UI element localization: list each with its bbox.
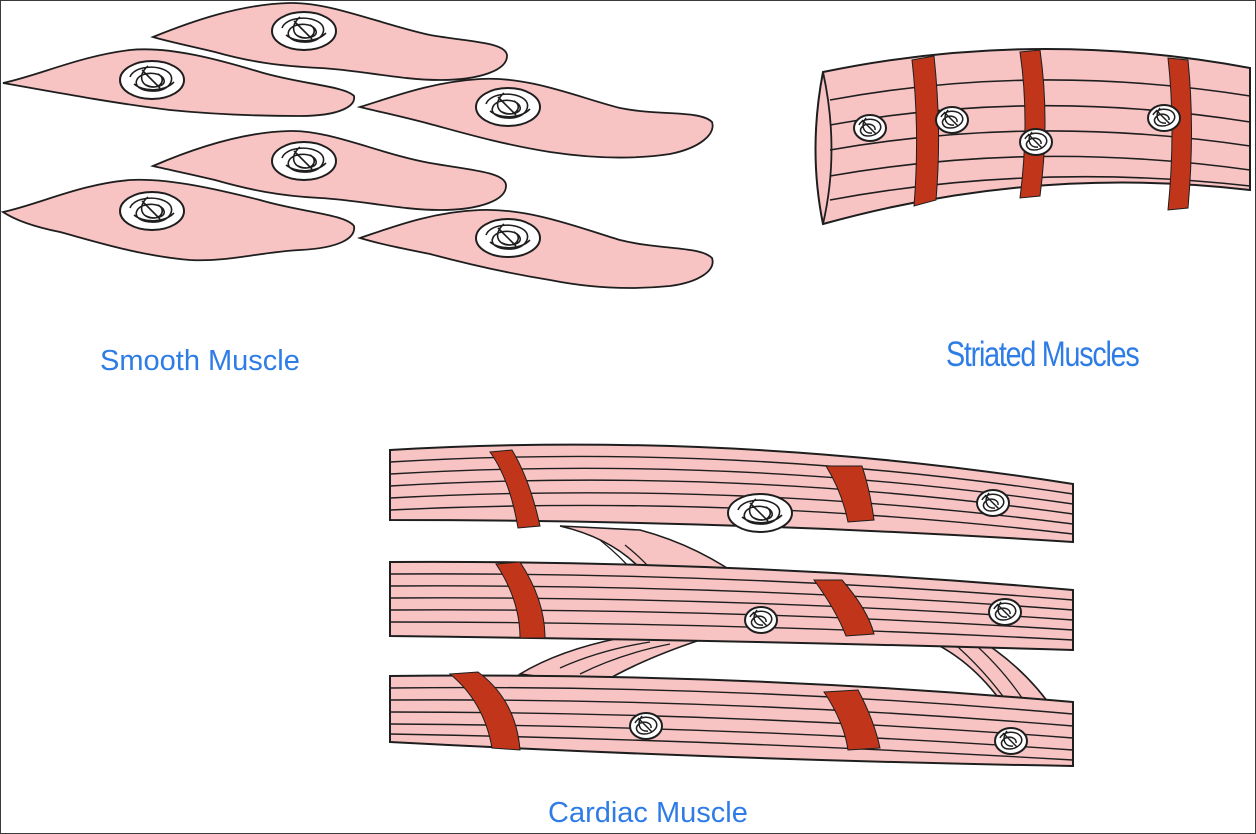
nucleus-icon [853,114,887,142]
smooth-muscle-group [0,2,714,289]
smooth-muscle-label: Smooth Muscle [100,345,300,377]
cardiac-muscle-label: Cardiac Muscle [548,797,748,829]
nucleus-icon [1019,128,1053,156]
intercalated-disc [823,689,881,751]
nucleus-icon [629,712,663,740]
smooth-muscle-cell [150,130,507,211]
cardiac-muscle-group [389,443,1074,768]
striation-band [1167,57,1192,211]
smooth-muscle-cell [2,48,355,117]
cardiac-fiber [389,671,1074,768]
smooth-muscle-cell [150,2,508,81]
striation-band [911,55,940,207]
cardiac-fiber [389,560,1074,652]
striated-muscles-label: Striated Muscles [946,335,1140,374]
intercalated-disc [489,449,541,529]
intercalated-disc [448,671,521,751]
intercalated-disc [495,561,546,639]
nucleus-icon [727,493,793,533]
nucleus-icon [988,598,1022,626]
smooth-muscle-cell [356,77,714,159]
striated-muscle-fiber [814,47,1251,226]
nucleus-icon [935,106,969,134]
intercalated-disc [813,579,875,637]
nucleus-icon [976,489,1010,517]
smooth-muscle-cell [357,209,714,289]
nucleus-icon [1147,104,1181,132]
nucleus-icon [994,727,1028,755]
nucleus-icon [744,606,778,634]
striation-band [1019,49,1046,199]
cardiac-fiber [389,443,1074,544]
intercalated-disc [825,465,875,523]
smooth-muscle-cell [0,178,355,262]
